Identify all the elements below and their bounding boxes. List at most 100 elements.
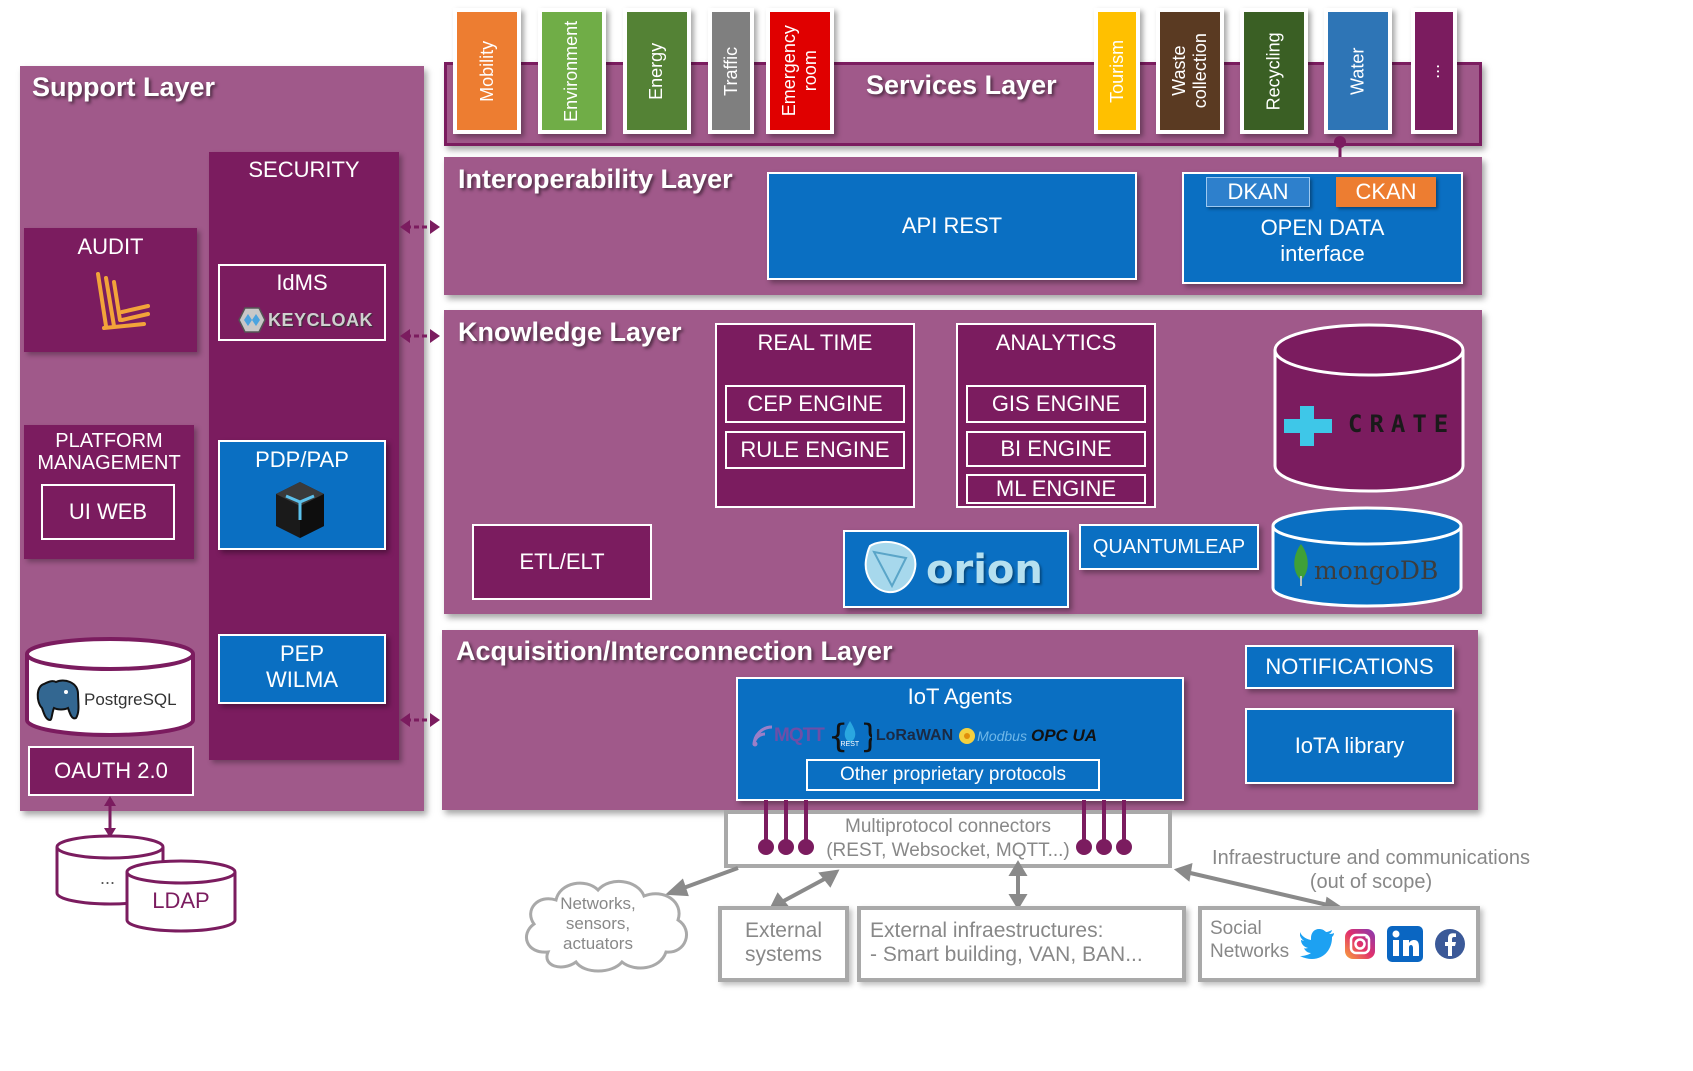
gis-engine-box: GIS ENGINE (966, 385, 1146, 423)
analytics-box (956, 323, 1156, 508)
bi-engine-box: BI ENGINE (966, 431, 1146, 467)
networks-cloud (518, 872, 694, 976)
ldap-label: LDAP (152, 888, 210, 913)
iota-library-box: IoTA library (1245, 708, 1454, 784)
svg-text:{: { (828, 717, 848, 755)
interoperability-layer-title: Interoperability Layer (458, 164, 733, 194)
support-interop-arrow (400, 220, 440, 234)
service-label: Emergency room (779, 25, 821, 117)
external-infrastructures-box (857, 906, 1186, 982)
real-time-box (715, 323, 915, 508)
services-layer (444, 62, 1482, 146)
dkan-badge: DKAN (1206, 177, 1310, 207)
facebook-icon (1435, 929, 1465, 959)
social-networks-box (1198, 906, 1480, 982)
notifications-box: NOTIFICATIONS (1245, 645, 1454, 689)
support-acquisition-arrow (400, 713, 440, 727)
social-label-2: Networks (1210, 941, 1290, 962)
audit-label: AUDIT (77, 234, 144, 260)
mqtt-text: MQTT (774, 725, 825, 746)
other-protocols-box: Other proprietary protocols (806, 759, 1100, 791)
networks-label-3: actuators (563, 934, 633, 953)
platform-label-2: MANAGEMENT (37, 451, 181, 474)
orion-icon (862, 538, 920, 598)
oauth-box: OAUTH 2.0 (28, 746, 194, 796)
service-environment: Environment (538, 8, 606, 134)
connector-pins-right (1076, 800, 1132, 855)
postgresql-elephant-icon (34, 676, 84, 724)
keycloak-icon: KEYCLOAK (238, 306, 378, 334)
pep-label: PEP (279, 641, 325, 667)
social-label-1: Social (1210, 918, 1262, 939)
pdp-cube-icon (272, 480, 328, 542)
iot-agents-title: IoT Agents (907, 684, 1013, 710)
mqtt-icon: MQTT (752, 725, 825, 747)
ui-web-button[interactable]: UI WEB (41, 484, 175, 540)
idms-label: IdMS (276, 270, 328, 296)
modbus-text: Modbus (977, 728, 1027, 744)
iot-agents-box (736, 677, 1184, 801)
twitter-icon (1300, 929, 1334, 959)
networks-label-2: sensors, (565, 914, 631, 933)
mongodb-db (1270, 506, 1464, 608)
connectors-label-1: Multiprotocol connectors (845, 816, 1051, 837)
knowledge-layer-title: Knowledge Layer (458, 317, 682, 347)
svg-text:}: } (860, 717, 872, 755)
etl-elt-box: ETL/ELT (472, 524, 652, 600)
platform-label-1: PLATFORM (55, 429, 163, 452)
instagram-icon (1345, 929, 1375, 959)
open-data-label-1: OPEN DATA (1260, 215, 1385, 241)
external-systems-label-2: systems (744, 943, 822, 966)
postgresql-db (24, 636, 196, 738)
out-of-scope-arrows (665, 860, 1345, 915)
multiprotocol-connectors-box (724, 810, 1172, 868)
rest-text: REST (840, 741, 860, 748)
connector-pins-left (758, 800, 814, 855)
service-waste-collection: Waste collection (1156, 8, 1224, 134)
modbus-icon: Modbus (957, 726, 1027, 746)
rule-engine-box: RULE ENGINE (725, 431, 905, 469)
external-systems-box (718, 906, 849, 982)
external-infra-label-2: - Smart building, VAN, BAN... (870, 943, 1143, 966)
support-layer-title: Support Layer (32, 72, 216, 102)
mongodb-text: mongoDB (1314, 556, 1439, 585)
support-knowledge-arrow (400, 329, 440, 343)
service-label: Tourism (1106, 39, 1127, 103)
service-tourism: Tourism (1094, 8, 1140, 134)
service-traffic: Traffic (708, 8, 754, 134)
service-emergency-room: Emergency room (766, 8, 834, 134)
service-label: Recycling (1263, 31, 1284, 111)
external-systems-label-1: External (744, 919, 823, 942)
wilma-label: WILMA (265, 667, 339, 693)
pdp-pap-label: PDP/PAP (255, 447, 349, 473)
social-icons (1300, 924, 1478, 964)
crate-db (1272, 322, 1466, 494)
linkedin-icon (1387, 926, 1423, 962)
security-title: SECURITY (248, 157, 360, 183)
keycloak-text: KEYCLOAK (268, 309, 374, 330)
protocols-row: MQTT {} REST LoRaWAN Modbus OPC UA (752, 716, 1182, 756)
service-label: ... (1423, 63, 1444, 79)
audit-icon (92, 268, 152, 334)
postgresql-text: PostgreSQL (84, 690, 177, 709)
ckan-badge: CKAN (1336, 177, 1436, 207)
crate-plus-icon (1284, 406, 1332, 446)
analytics-title: ANALYTICS (995, 330, 1117, 356)
service-label: Waste collection (1169, 33, 1210, 109)
acquisition-layer-title: Acquisition/Interconnection Layer (456, 636, 893, 666)
ml-engine-box: ML ENGINE (966, 474, 1146, 504)
service-label: Water (1347, 47, 1368, 95)
service-label: Mobility (476, 40, 497, 102)
infra-label-1: Infraestructure and communications (1212, 847, 1530, 869)
service-label: Energy (646, 42, 667, 100)
external-infra-label-1: External infraestructures: (870, 919, 1104, 942)
opcua-text: OPC UA (1030, 726, 1098, 745)
ldap-other-label: ... (100, 868, 116, 888)
service-label: Environment (561, 20, 582, 122)
api-rest-box: API REST (767, 172, 1137, 280)
oauth-ldap-arrow (104, 796, 116, 838)
pep-wilma-box (218, 634, 386, 704)
ldap-db (124, 858, 238, 934)
quantumleap-box: QUANTUMLEAP (1079, 524, 1259, 570)
service-label: Traffic (720, 46, 741, 96)
